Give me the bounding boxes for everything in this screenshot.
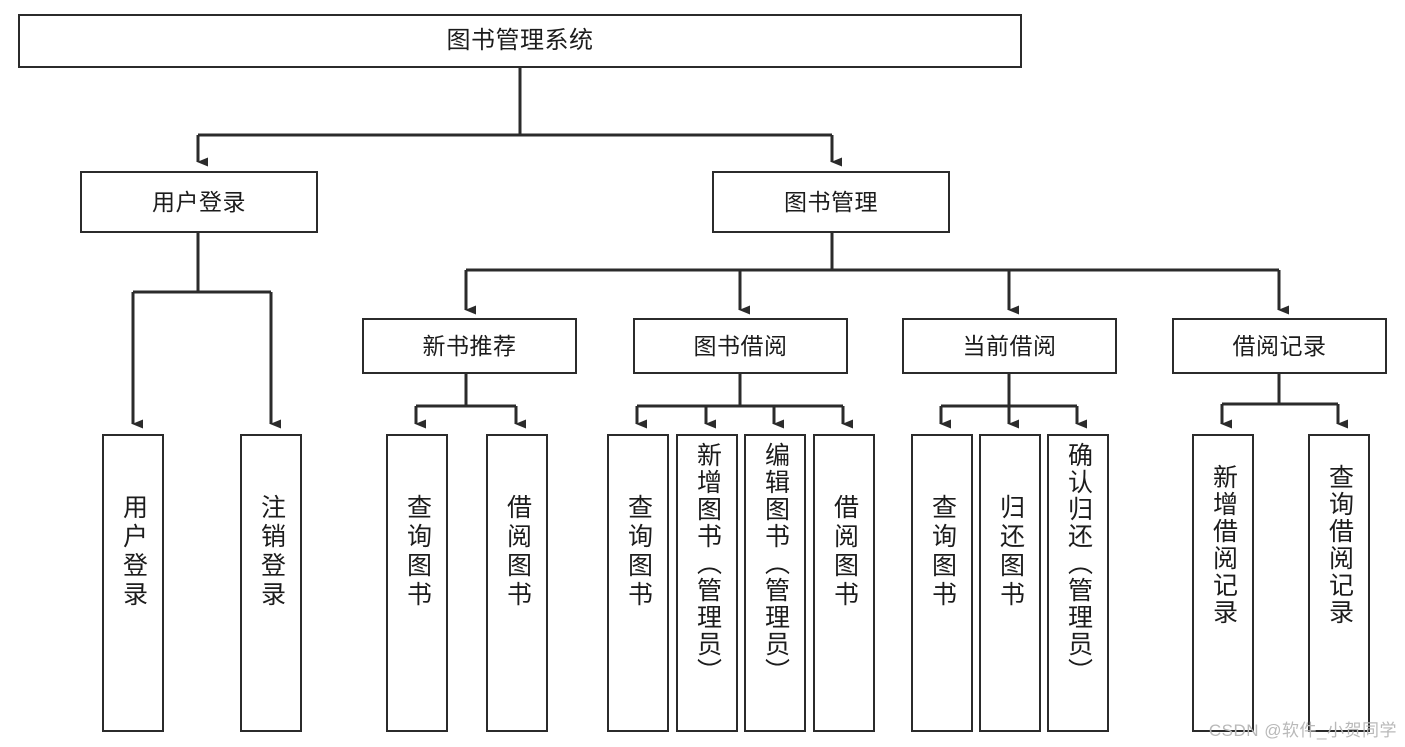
node-leaf-query-book-borrow[interactable]: 查询图书: [607, 434, 669, 732]
node-leaf-edit-book[interactable]: 编辑图书（管理员）: [744, 434, 806, 732]
csdn-watermark: CSDN @软件_小贺同学: [1208, 721, 1397, 740]
node-leaf-query-book-recommend[interactable]: 查询图书: [386, 434, 448, 732]
node-label: 查询借阅记录: [1325, 464, 1354, 626]
node-book-management[interactable]: 图书管理: [712, 171, 950, 233]
node-leaf-query-borrow-record[interactable]: 查询借阅记录: [1308, 434, 1370, 732]
node-book-borrow[interactable]: 图书借阅: [633, 318, 848, 374]
node-label: 用户登录: [119, 494, 148, 610]
node-leaf-add-book[interactable]: 新增图书（管理员）: [676, 434, 738, 732]
node-label: 借阅记录: [1232, 332, 1327, 359]
node-label: 新增图书（管理员）: [693, 442, 722, 685]
node-label: 注销登录: [257, 494, 286, 610]
node-label: 当前借阅: [962, 332, 1057, 359]
node-label: 新增借阅记录: [1209, 464, 1238, 626]
node-label: 图书管理系统: [446, 27, 594, 55]
node-label: 查询图书: [928, 494, 957, 610]
node-label: 借阅图书: [503, 494, 532, 610]
node-leaf-borrow-book[interactable]: 借阅图书: [813, 434, 875, 732]
node-label: 编辑图书（管理员）: [761, 442, 790, 685]
node-leaf-user-login[interactable]: 用户登录: [102, 434, 164, 732]
node-leaf-confirm-return[interactable]: 确认归还（管理员）: [1047, 434, 1109, 732]
node-label: 确认归还（管理员）: [1064, 442, 1093, 685]
node-leaf-query-book-current[interactable]: 查询图书: [911, 434, 973, 732]
node-label: 查询图书: [624, 494, 653, 610]
node-root-book-management-system[interactable]: 图书管理系统: [18, 14, 1022, 68]
node-leaf-return-book[interactable]: 归还图书: [979, 434, 1041, 732]
node-leaf-logout[interactable]: 注销登录: [240, 434, 302, 732]
node-label: 图书借阅: [693, 332, 788, 359]
node-user-login[interactable]: 用户登录: [80, 171, 318, 233]
node-label: 用户登录: [152, 188, 246, 215]
node-leaf-borrow-book-recommend[interactable]: 借阅图书: [486, 434, 548, 732]
node-current-borrow[interactable]: 当前借阅: [902, 318, 1117, 374]
node-label: 新书推荐: [422, 332, 517, 359]
node-new-book-recommend[interactable]: 新书推荐: [362, 318, 577, 374]
node-label: 借阅图书: [830, 494, 859, 610]
node-label: 图书管理: [784, 188, 878, 215]
node-label: 查询图书: [403, 494, 432, 610]
node-label: 归还图书: [996, 494, 1025, 610]
node-leaf-add-borrow-record[interactable]: 新增借阅记录: [1192, 434, 1254, 732]
node-borrow-record[interactable]: 借阅记录: [1172, 318, 1387, 374]
